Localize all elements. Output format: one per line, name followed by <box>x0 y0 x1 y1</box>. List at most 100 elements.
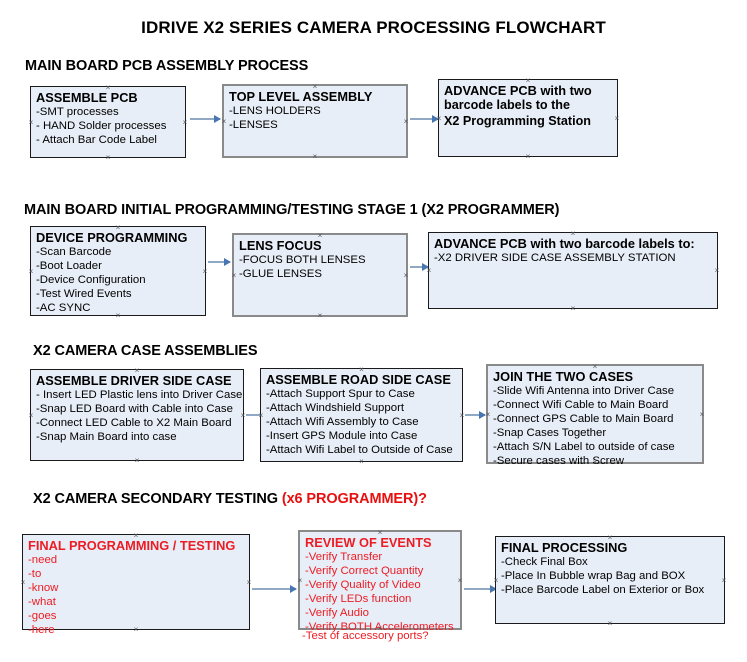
node-line: -Snap Cases Together <box>493 427 607 440</box>
node-line: -Attach Wifi Label to Outside of Case <box>266 444 453 457</box>
node-advance-pcb-to-x2-programming-station[interactable]: ADVANCE PCB with two barcode labels to t… <box>438 79 618 157</box>
section-header-x2-camera-secondary-testing: X2 CAMERA SECONDARY TESTING (x6 PROGRAMM… <box>33 491 427 507</box>
resize-handle-right[interactable] <box>614 115 621 122</box>
node-final-programming-testing[interactable]: FINAL PROGRAMMING / TESTING -need -to -k… <box>20 534 253 636</box>
node-line: -Attach Support Spur to Case <box>266 388 415 401</box>
resize-handle-bottom[interactable] <box>525 153 532 160</box>
resize-handle-right[interactable] <box>182 119 189 126</box>
node-line: -SMT processes <box>36 106 119 119</box>
resize-handle-right[interactable] <box>202 268 209 275</box>
resize-handle-bottom[interactable] <box>607 620 614 627</box>
section-header-main-board-initial-programming: MAIN BOARD INITIAL PROGRAMMING/TESTING S… <box>24 202 560 218</box>
node-line: -Verify BOTH Accelerometers <box>305 621 454 634</box>
node-join-the-two-cases[interactable]: JOIN THE TWO CASES -Slide Wifi Antenna i… <box>485 364 706 467</box>
node-line: -Verify Audio <box>305 607 369 620</box>
node-device-programming[interactable]: DEVICE PROGRAMMING -Scan Barcode -Boot L… <box>30 226 206 316</box>
node-line: -Secure cases with Screw <box>493 455 625 468</box>
node-title: ADVANCE PCB with two barcode labels to: <box>434 236 695 251</box>
node-line: -LENSES <box>229 119 278 132</box>
resize-handle-bottom[interactable] <box>358 458 365 465</box>
node-title: FINAL PROGRAMMING / TESTING <box>28 538 236 553</box>
resize-handle-bottom[interactable] <box>312 153 319 160</box>
resize-handle-left[interactable] <box>221 118 228 125</box>
node-line: -what <box>28 596 56 609</box>
resize-handle-left[interactable] <box>297 577 304 584</box>
node-line: -Device Configuration <box>36 274 146 287</box>
node-line: -Verify Correct Quantity <box>305 565 424 578</box>
node-line: -FOCUS BOTH LENSES <box>239 254 366 267</box>
resize-handle-bottom[interactable] <box>134 457 141 464</box>
node-line: barcode labels to the <box>444 98 570 113</box>
node-title: FINAL PROCESSING <box>501 540 628 555</box>
node-title: ASSEMBLE PCB <box>36 90 138 105</box>
node-title: JOIN THE TWO CASES <box>493 369 634 384</box>
node-line: - Insert LED Plastic lens into Driver Ca… <box>36 389 243 402</box>
node-line: -Boot Loader <box>36 260 102 273</box>
connector-device-programming-to-lens-focus <box>208 258 231 266</box>
node-line: -Insert GPS Module into Case <box>266 430 418 443</box>
node-line: -AC SYNC <box>36 302 91 315</box>
node-title: ADVANCE PCB with two <box>444 83 592 98</box>
resize-handle-right[interactable] <box>246 579 253 586</box>
resize-handle-left[interactable] <box>28 268 35 275</box>
node-title: LENS FOCUS <box>239 238 322 253</box>
node-lens-focus[interactable]: LENS FOCUS -FOCUS BOTH LENSES -GLUE LENS… <box>232 233 408 317</box>
resize-handle-left[interactable] <box>231 272 238 279</box>
resize-handle-left[interactable] <box>28 119 35 126</box>
resize-handle-right[interactable] <box>403 118 410 125</box>
node-title: REVIEW OF EVENTS <box>305 535 432 550</box>
node-advance-pcb-to-driver-side-case-station[interactable]: ADVANCE PCB with two barcode labels to: … <box>428 232 718 309</box>
node-line: -Place In Bubble wrap Bag and BOX <box>501 570 686 583</box>
resize-handle-bottom[interactable] <box>105 154 112 161</box>
resize-handle-right[interactable] <box>699 411 706 418</box>
node-final-processing[interactable]: FINAL PROCESSING -Check Final Box -Place… <box>495 536 725 624</box>
node-line: -need <box>28 554 58 567</box>
node-assemble-driver-side-case[interactable]: ASSEMBLE DRIVER SIDE CASE - Insert LED P… <box>30 369 244 461</box>
resize-handle-left[interactable] <box>20 579 27 586</box>
resize-handle-bottom[interactable] <box>317 312 324 319</box>
node-line: -Scan Barcode <box>36 246 112 259</box>
node-title: ASSEMBLE ROAD SIDE CASE <box>266 372 451 387</box>
section-header-x2-camera-case-assemblies: X2 CAMERA CASE ASSEMBLIES <box>33 343 258 359</box>
page-title: IDRIVE X2 SERIES CAMERA PROCESSING FLOWC… <box>141 18 606 37</box>
section-header-text: MAIN BOARD INITIAL PROGRAMMING/TESTING S… <box>24 202 560 218</box>
node-line: -Snap LED Board with Cable into Case <box>36 403 233 416</box>
section-header-accent: (x6 PROGRAMMER)? <box>281 491 427 507</box>
node-line: -Verify Transfer <box>305 551 383 564</box>
resize-handle-left[interactable] <box>28 412 35 419</box>
node-line: -Attach Windshield Support <box>266 402 405 415</box>
node-assemble-pcb[interactable]: ASSEMBLE PCB -SMT processes - HAND Solde… <box>30 86 186 158</box>
node-line: -GLUE LENSES <box>239 268 322 281</box>
node-title: TOP LEVEL ASSEMBLY <box>229 89 373 104</box>
section-header-text: X2 CAMERA SECONDARY TESTING <box>33 491 282 507</box>
resize-handle-left[interactable] <box>485 411 492 418</box>
resize-handle-right[interactable] <box>457 577 464 584</box>
connector-road-side-case-to-join-cases <box>465 411 486 419</box>
node-line: -here <box>28 624 55 637</box>
node-line: -goes <box>28 610 57 623</box>
resize-handle-bottom[interactable] <box>570 305 577 312</box>
resize-handle-right[interactable] <box>721 577 728 584</box>
node-title: ASSEMBLE DRIVER SIDE CASE <box>36 373 232 388</box>
resize-handle-left[interactable] <box>493 577 500 584</box>
resize-handle-right[interactable] <box>403 272 410 279</box>
node-line: -Connect LED Cable to X2 Main Board <box>36 417 232 430</box>
node-review-of-events[interactable]: REVIEW OF EVENTS -Verify Transfer -Verif… <box>297 530 464 633</box>
node-line: -Verify LEDs function <box>305 593 412 606</box>
node-top-level-assembly[interactable]: TOP LEVEL ASSEMBLY -LENS HOLDERS -LENSES <box>222 84 408 158</box>
node-line: -Verify Quality of Video <box>305 579 421 592</box>
node-line: -X2 DRIVER SIDE CASE ASSEMBLY STATION <box>434 252 676 265</box>
resize-handle-right[interactable] <box>714 267 721 274</box>
section-header-text: MAIN BOARD PCB ASSEMBLY PROCESS <box>25 58 309 74</box>
node-line: -Connect GPS Cable to Main Board <box>493 413 674 426</box>
node-assemble-road-side-case[interactable]: ASSEMBLE ROAD SIDE CASE -Attach Support … <box>260 368 463 462</box>
node-line: -know <box>28 582 59 595</box>
node-line: -to <box>28 568 42 581</box>
node-line: -LENS HOLDERS <box>229 105 321 118</box>
node-line: -Slide Wifi Antenna into Driver Case <box>493 385 675 398</box>
node-line: -Attach Wifi Assembly to Case <box>266 416 419 429</box>
section-header-main-board-pcb-assembly: MAIN BOARD PCB ASSEMBLY PROCESS <box>25 58 308 74</box>
node-line: -Attach S/N Label to outside of case <box>493 441 675 454</box>
node-line: -Connect Wifi Cable to Main Board <box>493 399 669 412</box>
